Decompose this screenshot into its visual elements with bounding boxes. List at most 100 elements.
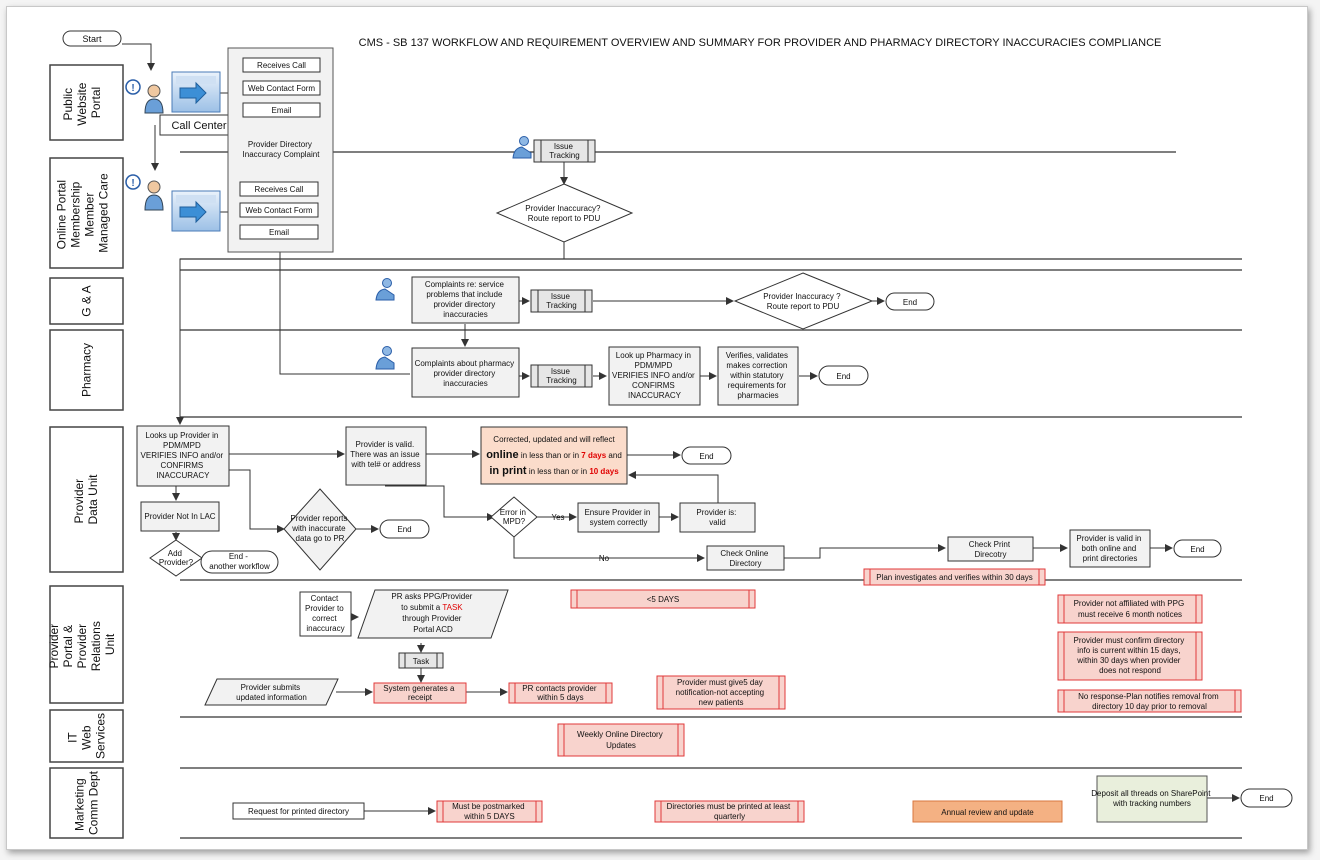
five-day-notification-timeframe: Provider must give5 day notification-not… xyxy=(656,675,786,710)
svg-text:Provider Portal &: Provider Portal & Provider Relations Uni… xyxy=(47,618,117,671)
person-icon-online: ! xyxy=(125,174,164,211)
no-label: No xyxy=(599,554,610,563)
lane-header-it: IT Web Services xyxy=(49,709,124,763)
decision-error-mpd: Error in MPD? xyxy=(490,496,538,538)
task-box: Task xyxy=(398,652,444,669)
lane-dividers xyxy=(180,151,1242,839)
end-ga: End xyxy=(885,292,935,311)
svg-text:Provider submits updated: Provider submits updated information xyxy=(236,683,307,702)
call-center-label: Call Center xyxy=(159,114,239,136)
svg-text:Issue Tracking: Issue Tracking xyxy=(546,292,576,310)
svg-text:in print in less than or in 10: in print in less than or in 10 days xyxy=(489,465,619,477)
svg-text:Verifies, validates make: Verifies, validates makes correction wit… xyxy=(726,351,791,400)
svg-text:End - another workflow: End - another workflow xyxy=(209,552,270,571)
web-contact-form-box-2: Web Contact Form xyxy=(239,202,319,218)
lane-header-pdu: Provider Data Unit xyxy=(49,426,124,573)
svg-text:Directories must be printed at: Directories must be printed at least qua… xyxy=(667,802,793,821)
svg-text:Provider must confirm director: Provider must confirm directory info is … xyxy=(1074,636,1187,675)
decision-provider-reports: Provider reports with inaccurate data go… xyxy=(283,488,357,571)
lane-header-public: Public Website Portal xyxy=(49,64,124,141)
end-final: End xyxy=(1240,788,1293,808)
person-icon-public: ! xyxy=(125,79,164,114)
svg-text:Corrected, updated and will re: Corrected, updated and will reflect xyxy=(493,435,615,444)
corrected-updated-box: Corrected, updated and will reflect onli… xyxy=(480,426,628,485)
verifies-validates-box: Verifies, validates makes correction wit… xyxy=(717,346,799,406)
svg-text:Check Print Direcotry: Check Print Direcotry xyxy=(969,540,1013,559)
svg-text:Request for printed directory: Request for printed directory xyxy=(248,807,349,816)
svg-text:PR contacts provider wit: PR contacts provider within 5 days xyxy=(522,684,599,702)
provider-valid-box: Provider is valid. There was an issue wi… xyxy=(345,426,427,486)
svg-text:Receives Call: Receives Call xyxy=(255,185,304,194)
svg-text:End: End xyxy=(699,452,713,461)
svg-text:Complaints about pharmacy: Complaints about pharmacy provider direc… xyxy=(415,359,517,388)
not-affiliated-timeframe: Provider not affiliated with PPG must re… xyxy=(1057,594,1203,624)
svg-text:Provider Directory Inacc: Provider Directory Inaccuracy Complaint xyxy=(243,140,321,159)
svg-text:Online Portal Membership: Online Portal Membership Member Managed … xyxy=(55,173,111,253)
svg-text:IT Web Services: IT Web Services xyxy=(66,713,108,759)
svg-text:Provider Data Unit: Provider Data Unit xyxy=(72,474,100,525)
svg-text:Public Website Por: Public Website Portal xyxy=(61,79,103,125)
agent-icon-issue-1 xyxy=(512,136,532,159)
provider-is-valid-box: Provider is: valid xyxy=(679,502,756,533)
end-pharmacy: End xyxy=(818,365,869,386)
svg-text:Error in MPD?: Error in MPD? xyxy=(500,508,528,526)
lookup-pharmacy-box: Look up Pharmacy in PDM/MPD VERIFIES INF… xyxy=(608,346,701,406)
ga-complaints-box: Complaints re: service problems that inc… xyxy=(411,276,520,324)
postmarked-timeframe: Must be postmarked within 5 DAYS xyxy=(436,800,543,823)
svg-text:Look up Pharmacy in PDM/: Look up Pharmacy in PDM/MPD VERIFIES INF… xyxy=(612,351,697,400)
svg-text:Plan investigates and verifies: Plan investigates and verifies within 30… xyxy=(876,573,1033,582)
svg-text:Task: Task xyxy=(413,657,430,666)
svg-text:Provider Inaccuracy ? Ro: Provider Inaccuracy ? Route report to PD… xyxy=(763,292,843,311)
yes-label: Yes xyxy=(551,513,564,522)
svg-text:Provider must give5 day: Provider must give5 day notification-not… xyxy=(676,678,767,707)
svg-text:End: End xyxy=(1190,545,1204,554)
request-printed-directory-box: Request for printed directory xyxy=(232,802,365,820)
annual-review-timeframe: Annual review and update xyxy=(912,800,1063,823)
weekly-updates-timeframe: Weekly Online Directory Updates xyxy=(557,723,685,757)
svg-text:Must be postmarked withi: Must be postmarked within 5 DAYS xyxy=(452,802,527,821)
svg-text:System generates a recei: System generates a receipt xyxy=(383,684,456,702)
no-response-timeframe: No response-Plan notifies removal from d… xyxy=(1057,689,1242,713)
provider-valid-both-box: Provider is valid in both online and pri… xyxy=(1069,529,1151,568)
computer-monitor-icon-public xyxy=(171,71,221,113)
end-corrected: End xyxy=(681,446,732,465)
svg-text:Pharmacy: Pharmacy xyxy=(80,343,94,397)
svg-text:G & A: G & A xyxy=(80,285,94,316)
complaint-container: Provider Directory Inaccuracy Complaint xyxy=(227,47,334,253)
email-box: Email xyxy=(242,102,321,118)
diagram-title: CMS - SB 137 WORKFLOW AND REQUIREMENT OV… xyxy=(359,37,1162,49)
end-valid: End xyxy=(1173,539,1222,558)
end-another-workflow: End - another workflow xyxy=(200,550,279,574)
svg-text:Provider is valid. There: Provider is valid. There was an issue wi… xyxy=(350,440,422,469)
lane-header-provider-relations: Provider Portal & Provider Relations Uni… xyxy=(47,585,124,704)
svg-text:No response-Plan notifies remo: No response-Plan notifies removal from d… xyxy=(1078,692,1221,711)
svg-text:Call Center: Call Center xyxy=(171,120,226,132)
svg-text:End: End xyxy=(903,298,917,307)
decision-route-pdu-1: Provider Inaccuracy? Route report to PDU xyxy=(495,183,634,243)
check-print-directory-box: Check Print Direcotry xyxy=(947,536,1034,562)
pr-asks-task-box: PR asks PPG/Provider to submit a TASK th… xyxy=(357,589,509,639)
svg-text:End: End xyxy=(397,525,411,534)
agent-icon-ga xyxy=(375,278,395,301)
receives-call-box-2: Receives Call xyxy=(239,181,319,197)
svg-text:Provider is valid in bot: Provider is valid in both online and pri… xyxy=(1076,534,1143,563)
issue-tracking-3: Issue Tracking xyxy=(530,364,593,388)
svg-text:Marketing Comm Dept: Marketing Comm Dept xyxy=(73,770,101,835)
pharmacy-complaints-box: Complaints about pharmacy provider direc… xyxy=(411,347,520,398)
svg-text:Email: Email xyxy=(271,106,291,115)
svg-text:PR asks PPG/Provider to: PR asks PPG/Provider to submit a TASK th… xyxy=(391,592,474,634)
provider-not-in-lac-box: Provider Not In LAC xyxy=(140,501,220,532)
svg-text:Web Contact Form: Web Contact Form xyxy=(248,84,315,93)
svg-text:Start: Start xyxy=(82,34,102,44)
svg-text:Annual review and update: Annual review and update xyxy=(941,808,1034,817)
email-box-2: Email xyxy=(239,224,319,240)
svg-text:Email: Email xyxy=(269,228,289,237)
issue-tracking-2: Issue Tracking xyxy=(530,289,593,313)
svg-text:End: End xyxy=(1259,794,1273,803)
lane-header-online-portal: Online Portal Membership Member Managed … xyxy=(49,157,124,269)
lane-header-marketing: Marketing Comm Dept xyxy=(49,767,124,839)
svg-text:Provider Not In LAC: Provider Not In LAC xyxy=(144,512,215,521)
svg-text:!: ! xyxy=(131,178,134,189)
svg-text:End: End xyxy=(836,372,850,381)
